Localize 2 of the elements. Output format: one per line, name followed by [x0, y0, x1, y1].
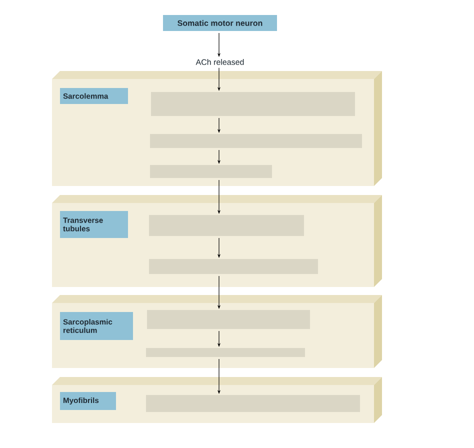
step-text: ACh released — [196, 59, 244, 65]
process-box: Somatic motor neuron — [163, 15, 277, 31]
